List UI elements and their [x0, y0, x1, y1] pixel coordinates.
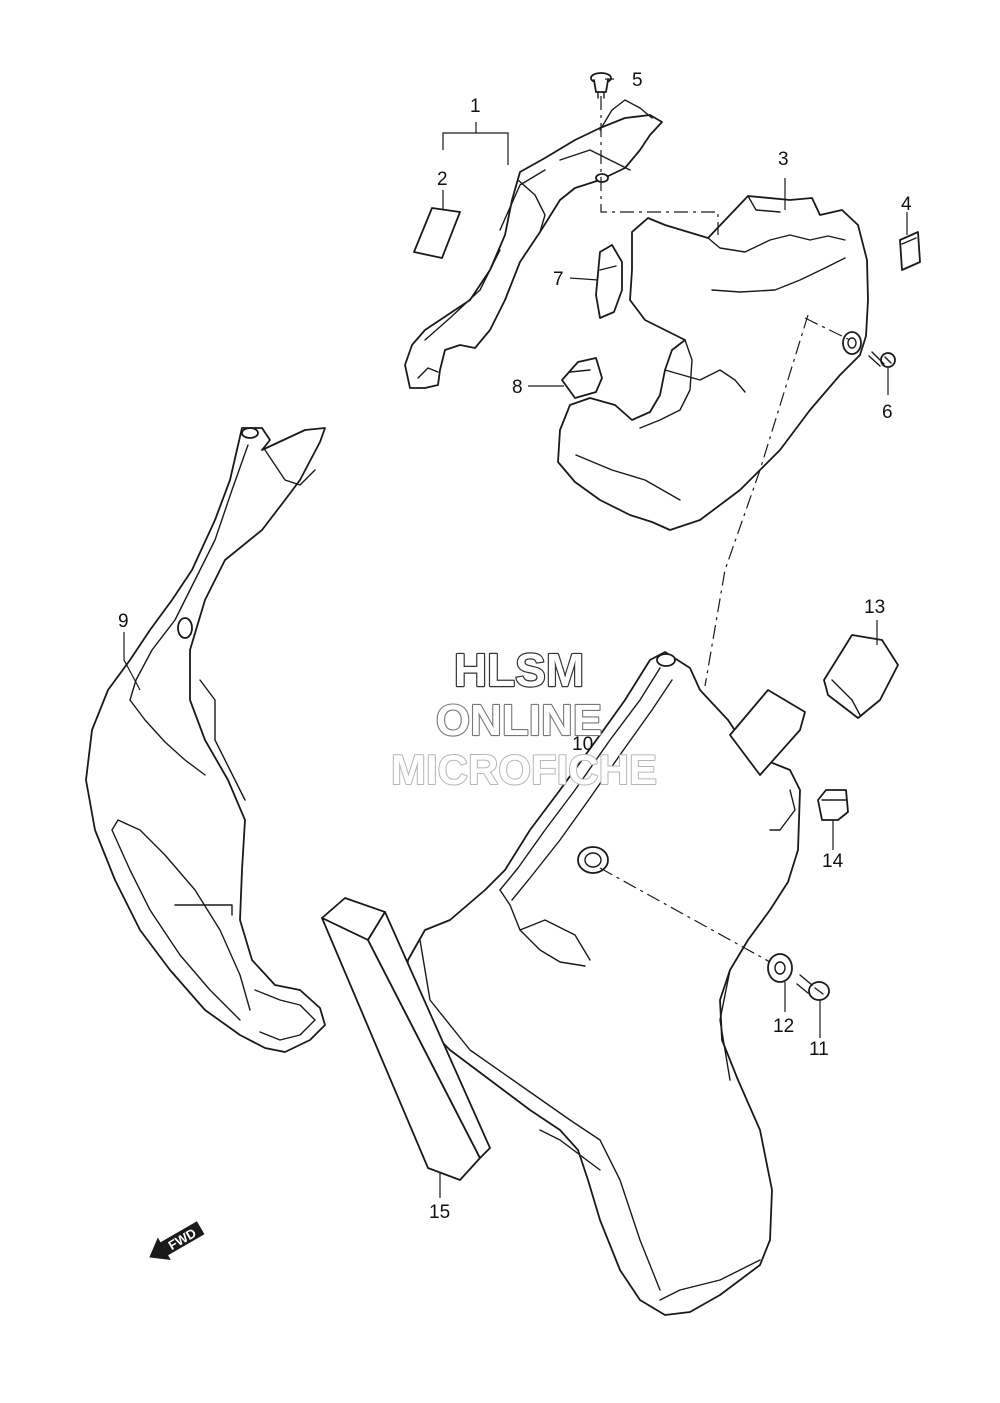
part-9-left-leg-shield[interactable] [85, 427, 326, 1053]
callouts: 1 2 3 4 5 6 7 8 9 10 11 12 13 14 15 [118, 70, 912, 1223]
watermark: HLSM ONLINE MICROFICHE [390, 643, 658, 794]
part-1-inner-panel[interactable] [404, 99, 663, 389]
part-5-rivet[interactable] [590, 72, 612, 99]
callout-5: 5 [632, 70, 643, 91]
part-14-pad[interactable] [817, 789, 849, 821]
part-13-pad[interactable] [823, 634, 899, 719]
callout-2: 2 [437, 169, 448, 190]
part-10-front-leg-shield[interactable] [404, 651, 806, 1316]
part-2-pad[interactable] [413, 207, 461, 259]
watermark-line-2: ONLINE [436, 696, 602, 745]
part-12-grommet[interactable] [767, 953, 793, 983]
callout-6: 6 [882, 402, 893, 423]
callout-10: 10 [572, 734, 593, 755]
callout-13: 13 [864, 597, 885, 618]
callout-4: 4 [901, 194, 912, 215]
part-4-clip[interactable] [899, 231, 921, 271]
part-3-front-inner-cover[interactable] [557, 195, 869, 531]
callout-9: 9 [118, 611, 129, 632]
part-11-screw[interactable] [796, 974, 830, 1001]
callout-7: 7 [553, 269, 564, 290]
part-15-foam-strip[interactable] [321, 897, 491, 1181]
part-7-cushion[interactable] [595, 244, 623, 319]
leader-lines [123, 78, 908, 1198]
callout-14: 14 [822, 851, 844, 872]
assembly-lines [599, 96, 851, 963]
callout-12: 12 [773, 1016, 794, 1037]
grommet-upper[interactable] [842, 331, 862, 355]
callout-8: 8 [512, 377, 523, 398]
callout-11: 11 [809, 1039, 829, 1060]
fwd-arrow-icon: FWD [149, 1221, 205, 1261]
callout-15: 15 [429, 1202, 450, 1223]
callout-1: 1 [470, 96, 481, 117]
callout-3: 3 [778, 149, 789, 170]
part-6-screw[interactable] [868, 351, 896, 368]
part-8-cushion[interactable] [561, 357, 603, 399]
watermark-line-1: HLSM [454, 644, 584, 696]
watermark-line-3: MICROFICHE [391, 746, 657, 793]
